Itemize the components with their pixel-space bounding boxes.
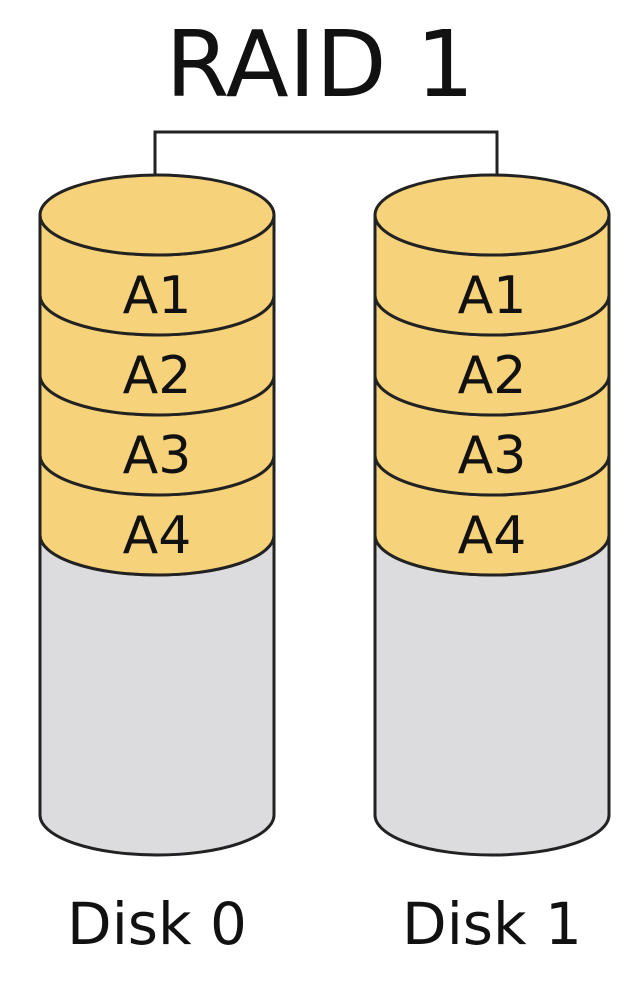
disk-0-label-a1: A1 (123, 266, 192, 326)
disk-0-label-a2: A2 (123, 346, 192, 406)
disk-0-label-a4: A4 (123, 506, 192, 566)
disk-1-free-space (373, 534, 611, 857)
disk-0-free-space (38, 534, 276, 857)
disk-1-label-a1: A1 (458, 266, 527, 326)
disk-0-name: Disk 0 (67, 890, 247, 958)
disk-1-label-a3: A3 (458, 426, 527, 486)
disk-1: A1 A2 A3 A4 Disk 1 (373, 173, 611, 958)
disk-1-top-cap (373, 173, 611, 257)
disk-0-top-cap (38, 173, 276, 257)
disk-0: A1 A2 A3 A4 Disk 0 (38, 173, 276, 958)
disk-1-label-a4: A4 (458, 506, 527, 566)
disk-0-label-a3: A3 (123, 426, 192, 486)
mirror-connector (153, 130, 499, 212)
disk-1-name: Disk 1 (402, 890, 582, 958)
disk-1-label-a2: A2 (458, 346, 527, 406)
diagram-title: RAID 1 (166, 11, 475, 118)
